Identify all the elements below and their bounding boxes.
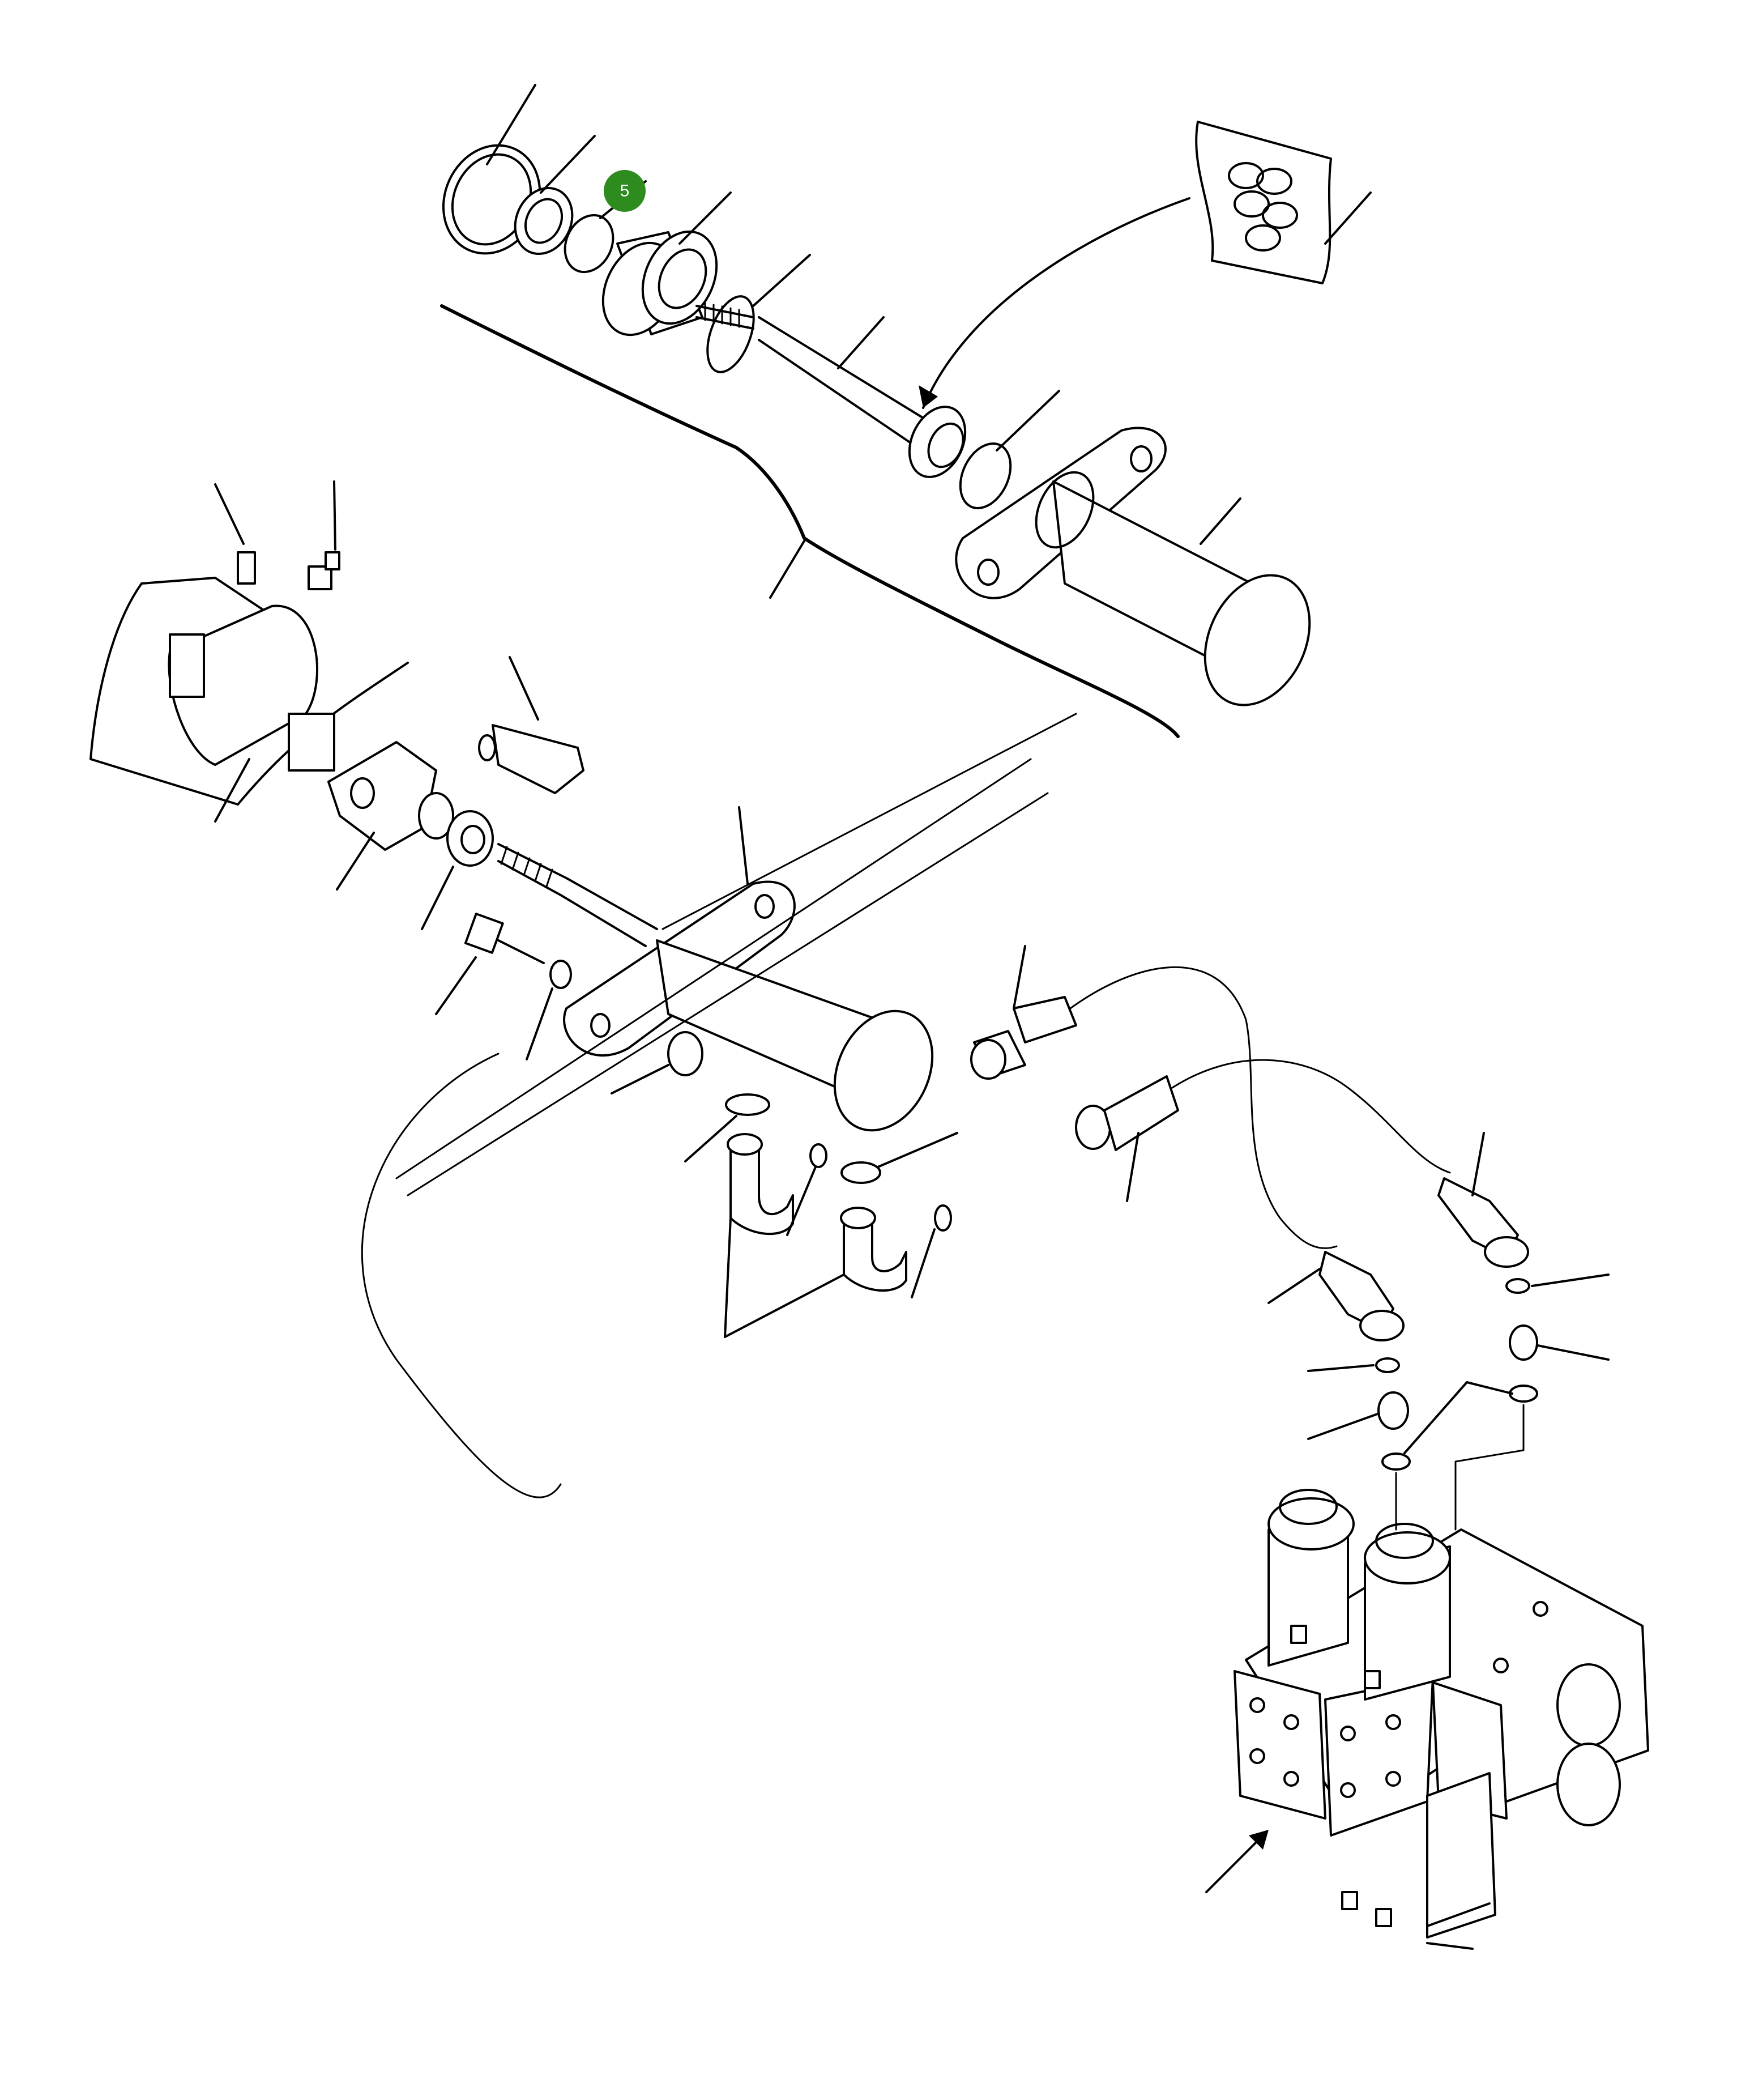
frame-bracket [89,582,409,806]
callout-label: 5 [620,182,630,201]
leader-lines [724,1217,845,1338]
o-ring-icon [706,254,811,373]
o-ring-icon [1505,1273,1610,1294]
leader-bracket [769,540,805,599]
frame-outline [395,758,1032,1179]
snap-ring-icon [442,84,541,255]
adapter-icon [611,1031,703,1094]
o-ring-icon [959,390,1060,509]
pointer-arrow-icon [922,197,1190,409]
clevis-icon [327,741,454,891]
hose-icon [970,945,1338,1249]
elbow-fitting-icon [727,1133,827,1236]
frame-outline [407,792,1049,1196]
bushing-icon [514,135,596,255]
nut-icon [421,810,494,930]
upper-cylinder-assembly: 5 [440,84,1372,738]
o-ring-icon [840,1132,958,1184]
frame-outline [361,1053,562,1498]
cap-screw-icon [435,913,545,1015]
grease-fitting-icon [308,480,340,590]
o-ring-icon [1403,1381,1538,1454]
pointer-arrow-icon [1205,1830,1269,1893]
mount-block-icon [168,604,335,823]
frame-outline [661,713,1077,930]
rod-seal-icon [908,406,967,478]
solenoid-valve-block-icon [1234,1404,1649,1950]
o-ring-icon [1381,1452,1411,1471]
cylinder-barrel-icon [563,806,934,1132]
lower-cylinder-assembly [89,480,1610,1498]
pin-icon [478,656,584,794]
o-ring-icon [1307,1357,1400,1373]
piston-rod-icon [695,302,936,449]
callout-badge-5[interactable]: 5 [604,170,646,212]
hose-icon [1075,1059,1451,1202]
adapter-icon [1509,1324,1610,1361]
hose-end-icon [1267,1251,1405,1341]
piston-icon [601,191,732,336]
set-screw-icon [214,483,256,585]
washer-icon [526,960,572,1060]
o-ring-icon [684,1093,770,1162]
cylinder-barrel-icon [955,427,1311,706]
hose-end-icon [1437,1132,1529,1268]
seal-kit-pack-icon [919,121,1372,409]
threaded-rod-icon [497,843,658,947]
callout-circle [604,170,646,212]
elbow-fitting-icon [840,1204,952,1298]
adapter-icon [1307,1391,1409,1440]
group-bracket [440,304,1180,738]
